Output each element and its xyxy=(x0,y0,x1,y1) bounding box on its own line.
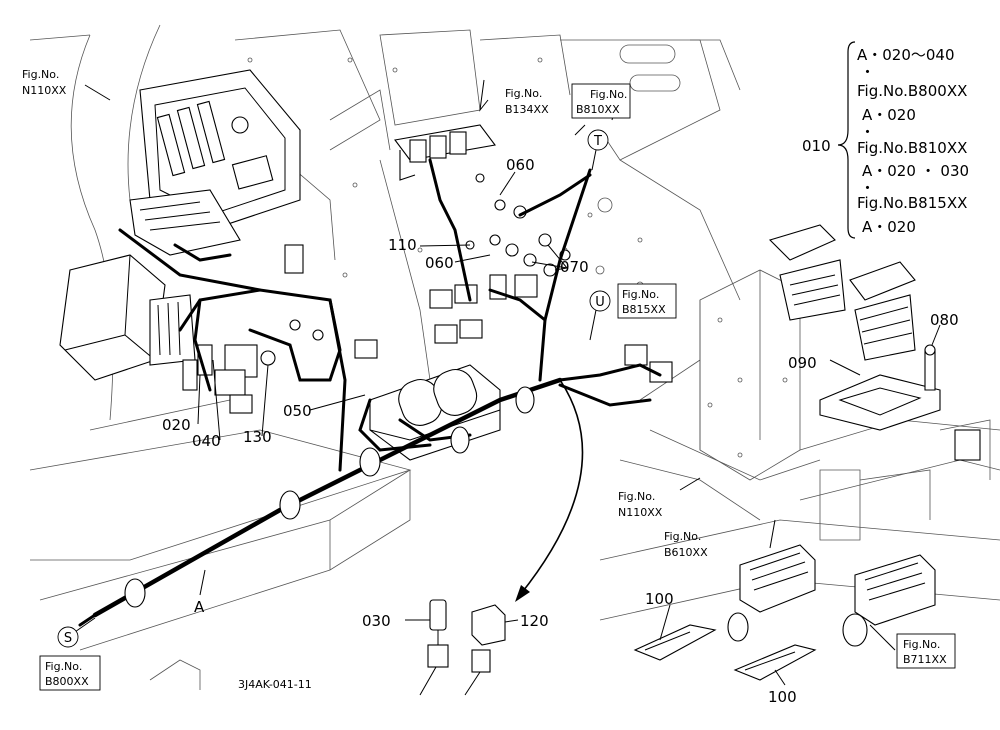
connector-b711 xyxy=(842,554,936,647)
bracket-line-6: Fig.No.B810XX xyxy=(857,139,967,157)
relay-block xyxy=(394,124,496,181)
harness-clamps xyxy=(124,386,535,608)
frame-line-art xyxy=(29,24,1000,690)
label-110: 110 xyxy=(388,236,417,254)
bracket-line-9: Fig.No.B815XX xyxy=(857,194,967,212)
cover-100 xyxy=(633,624,817,681)
fig-b610-line2: B610XX xyxy=(664,546,708,559)
marker-u: U xyxy=(595,295,605,310)
fig-b800-line2: B800XX xyxy=(45,675,89,688)
part-120-cap xyxy=(464,604,506,696)
bracket-line-2: ・ xyxy=(860,63,875,81)
label-080: 080 xyxy=(930,311,959,329)
leader-lines xyxy=(71,79,941,686)
bracket-010 xyxy=(837,41,856,239)
fig-b810-line2: B810XX xyxy=(576,103,620,116)
bracket-line-5: ・ xyxy=(860,123,875,141)
grommets-group xyxy=(465,173,571,277)
label-harness-a: A xyxy=(194,598,205,616)
label-070: 070 xyxy=(560,258,589,276)
label-020: 020 xyxy=(162,416,191,434)
control-box-left xyxy=(59,254,196,381)
connector-b610 xyxy=(727,544,816,642)
label-050: 050 xyxy=(283,402,312,420)
label-120: 120 xyxy=(520,612,549,630)
bracket-line-3: Fig.No.B800XX xyxy=(857,82,967,100)
routing-arrow-line xyxy=(519,379,584,596)
label-090: 090 xyxy=(788,354,817,372)
fig-b815-line1: Fig.No. xyxy=(622,288,659,301)
fig-n110-mid-line1: Fig.No. xyxy=(618,490,655,503)
fig-b134-line2: B134XX xyxy=(505,103,549,116)
housing-050 xyxy=(369,364,501,461)
bracket-line-4: A・020 xyxy=(862,106,916,124)
fig-b800-box xyxy=(39,655,101,691)
label-030: 030 xyxy=(362,612,391,630)
marker-t: T xyxy=(593,134,602,149)
drawing-code: 3J4AK-041-11 xyxy=(238,678,312,691)
connector-housing-right xyxy=(768,224,941,431)
label-060-lower: 060 xyxy=(425,254,454,272)
label-040: 040 xyxy=(192,432,221,450)
marker-u-circle xyxy=(589,290,611,312)
label-010: 010 xyxy=(802,137,831,155)
relay-cluster-left xyxy=(182,319,324,414)
bracket-line-7: A・020 ・ 030 xyxy=(862,162,969,180)
label-130: 130 xyxy=(243,428,272,446)
part-030-connector xyxy=(419,599,449,696)
fig-b810-line1: Fig.No. xyxy=(590,88,627,101)
fig-b134-line1: Fig.No. xyxy=(505,87,542,100)
fig-refs: Fig.No. N110XX Fig.No. B134XX Fig.No. B8… xyxy=(22,68,956,691)
label-060-upper: 060 xyxy=(506,156,535,174)
marker-t-circle xyxy=(587,129,609,151)
label-100-right: 100 xyxy=(768,688,797,706)
bracket-list: A・020～040 ・ Fig.No.B800XX A・020 ・ Fig.No… xyxy=(857,46,969,236)
part-labels: 010 020 030 040 050 060 060 070 080 090 … xyxy=(162,137,959,706)
bracket-line-8: ・ xyxy=(860,179,875,197)
marker-s: S xyxy=(64,631,72,646)
fig-b711-line2: B711XX xyxy=(903,653,947,666)
connector-pair-right xyxy=(624,344,981,461)
marker-s-circle xyxy=(57,626,79,648)
label-100-left: 100 xyxy=(645,590,674,608)
connector-cluster-center xyxy=(284,244,538,359)
fig-b711-box xyxy=(896,633,956,669)
fig-b815-box xyxy=(617,283,677,319)
bracket-line-10: A・020 xyxy=(862,218,916,236)
fig-b815-line2: B815XX xyxy=(622,303,666,316)
circle-markers: S T U xyxy=(57,129,611,648)
fig-n110-top-line2: N110XX xyxy=(22,84,67,97)
fig-n110-mid-line2: N110XX xyxy=(618,506,663,519)
ecu-controller xyxy=(129,69,301,256)
fig-b800-line1: Fig.No. xyxy=(45,660,82,673)
fig-b711-line1: Fig.No. xyxy=(903,638,940,651)
fig-n110-top-line1: Fig.No. xyxy=(22,68,59,81)
routing-arrowhead xyxy=(515,585,530,602)
fig-b610-line1: Fig.No. xyxy=(664,530,701,543)
bracket-line-1: A・020～040 xyxy=(857,46,955,64)
fig-b810-box xyxy=(571,83,631,119)
